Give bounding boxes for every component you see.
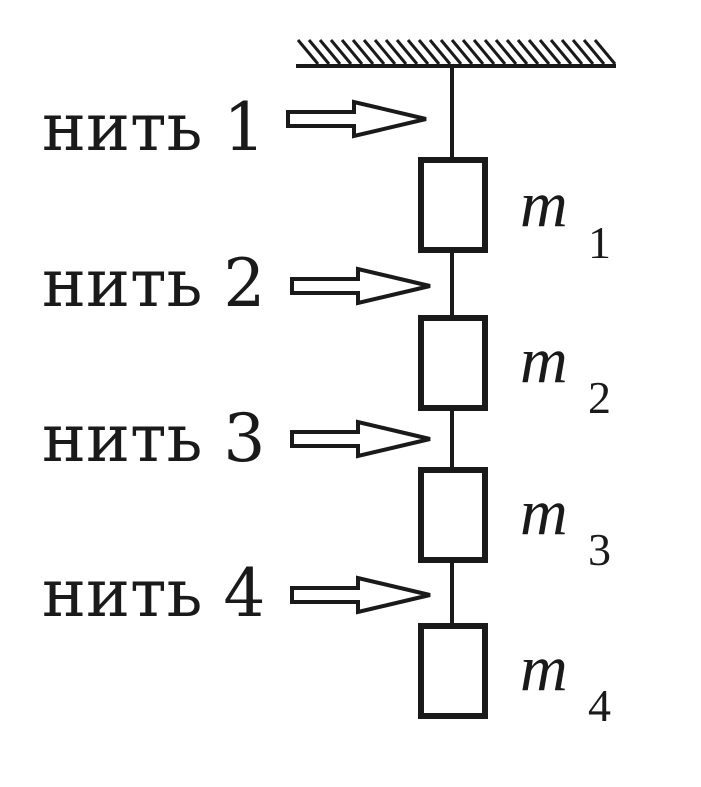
mass-index: 4 — [588, 680, 611, 731]
hatch-stroke — [549, 39, 573, 65]
ceiling — [296, 39, 617, 68]
mass-blocks — [418, 157, 488, 719]
hatch-stroke — [417, 39, 441, 65]
hatch-stroke — [428, 39, 452, 65]
arrow-icon — [286, 99, 427, 139]
hatch-stroke — [582, 39, 606, 65]
hatch-stroke — [296, 39, 320, 65]
hatch-stroke — [351, 39, 375, 65]
mass-symbol: m — [520, 476, 568, 549]
arrow-icon — [290, 575, 431, 615]
mass-symbol: m — [520, 168, 568, 241]
mass-index: 3 — [588, 524, 611, 575]
thread-label-2: нить 2 — [42, 245, 265, 322]
hatch-stroke — [340, 39, 364, 65]
mass-block-1 — [418, 157, 488, 253]
hatch-stroke — [483, 39, 507, 65]
hatch-stroke — [406, 39, 430, 65]
hatch-stroke — [329, 39, 353, 65]
thread-label-4: нить 4 — [42, 555, 265, 632]
hatch-stroke — [593, 39, 617, 65]
ceiling-hatching — [296, 39, 617, 65]
hatch-stroke — [450, 39, 474, 65]
mass-symbol: m — [520, 632, 568, 705]
hatch-stroke — [560, 39, 584, 65]
hatch-stroke — [538, 39, 562, 65]
hatch-stroke — [318, 39, 342, 65]
hatch-stroke — [307, 39, 331, 65]
mass-block-3 — [418, 467, 488, 563]
hatch-stroke — [439, 39, 463, 65]
thread-label-3: нить 3 — [42, 400, 265, 477]
mass-block-4 — [418, 623, 488, 719]
arrow-icon — [290, 266, 431, 306]
mass-label-1: m 1 — [520, 168, 611, 268]
hatch-stroke — [461, 39, 485, 65]
hatch-stroke — [494, 39, 518, 65]
hatch-stroke — [516, 39, 540, 65]
hatch-stroke — [505, 39, 529, 65]
thread-label-1: нить 1 — [42, 89, 265, 166]
hatch-stroke — [395, 39, 419, 65]
mass-label-3: m 3 — [520, 476, 611, 575]
arrows — [286, 99, 431, 615]
mass-label-2: m 2 — [520, 324, 611, 423]
hatch-stroke — [527, 39, 551, 65]
hatch-stroke — [472, 39, 496, 65]
mass-index: 1 — [588, 217, 611, 268]
hatch-stroke — [571, 39, 595, 65]
mass-block-2 — [418, 315, 488, 411]
hatch-stroke — [384, 39, 408, 65]
hatch-stroke — [362, 39, 386, 65]
mass-label-4: m 4 — [520, 632, 611, 731]
arrow-icon — [290, 419, 431, 459]
hatch-stroke — [373, 39, 397, 65]
mass-index: 2 — [588, 372, 611, 423]
mass-symbol: m — [520, 324, 568, 397]
